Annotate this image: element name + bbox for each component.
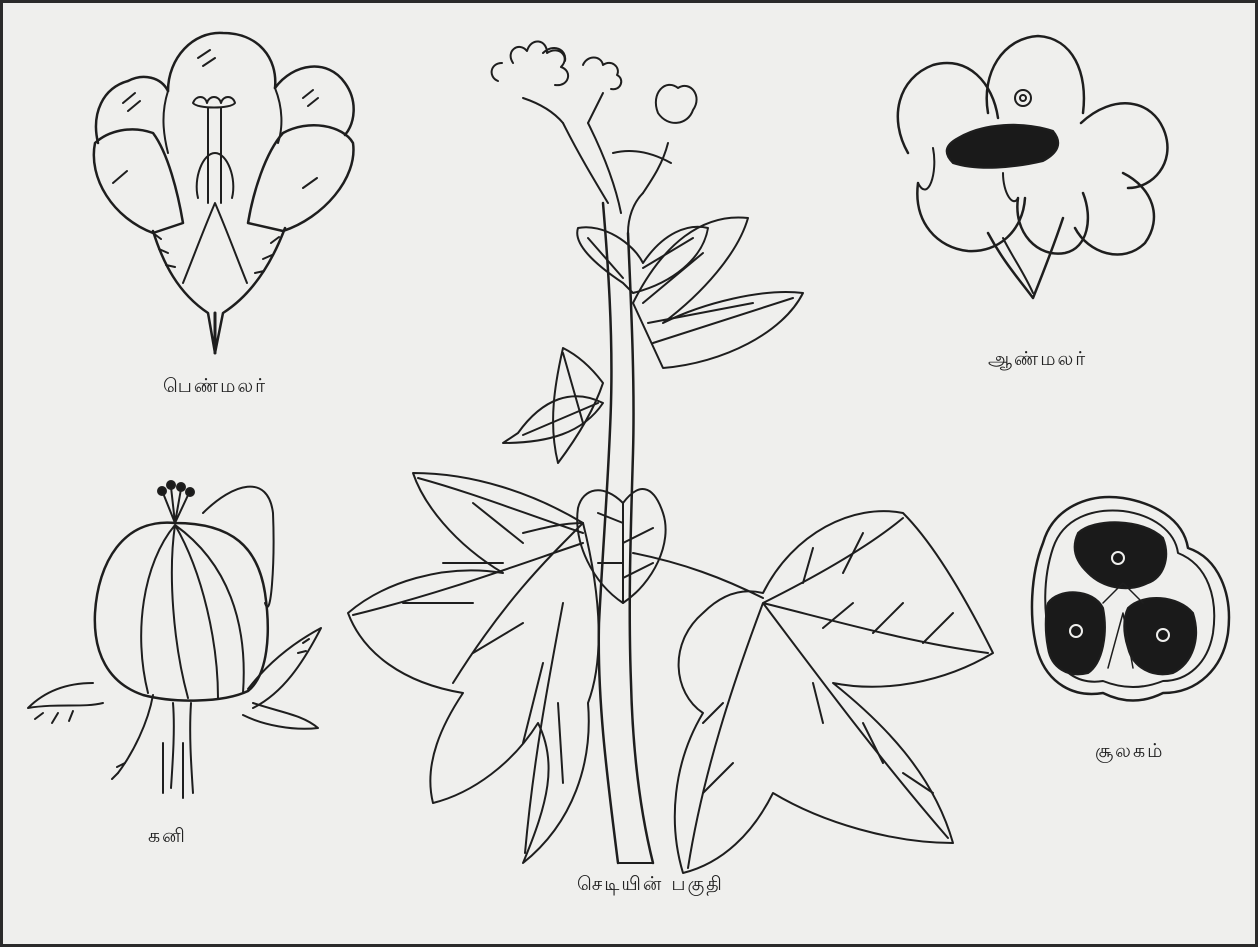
fruit-drawing [28,481,321,798]
female-flower-drawing [94,33,354,353]
botanical-drawing [3,3,1255,944]
female-flower-label: பெண்மலர் [163,375,267,400]
fruit-label: கனி [148,825,187,850]
male-flower-drawing [898,36,1168,298]
plant-part-drawing [348,41,993,873]
plant-part-label: செடியின் பகுதி [577,873,724,898]
male-flower-label: ஆண்மலர் [988,348,1087,373]
ovary-section-drawing [1032,497,1229,700]
ovary-section-label: சூலகம் [1095,740,1164,765]
